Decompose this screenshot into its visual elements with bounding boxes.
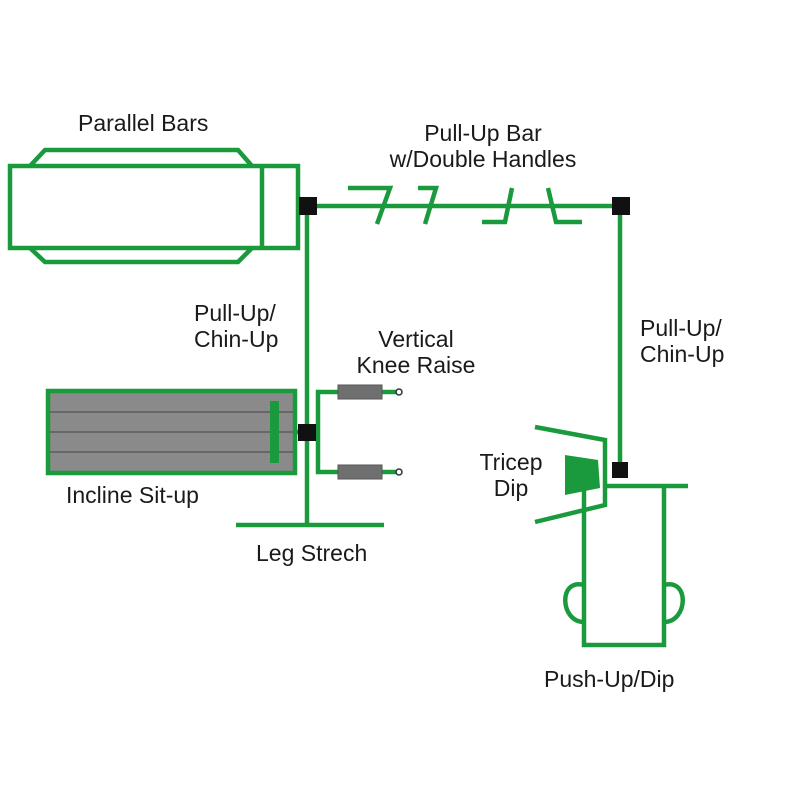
double-handles — [348, 185, 582, 225]
situp-bracket — [270, 401, 279, 463]
pull-up-right-label-line1: Pull-Up/ — [640, 315, 722, 341]
pushup-dip-label: Push-Up/Dip — [544, 666, 675, 692]
pushup-left-handle — [563, 582, 585, 625]
handle-3 — [482, 187, 515, 225]
tricep-dip-label-line2: Dip — [493, 475, 529, 501]
pull-up-right-label: Pull-Up/ Chin-Up — [640, 315, 724, 367]
pull-up-left-label-line1: Pull-Up/ — [194, 300, 276, 326]
parallel-bars-label: Parallel Bars — [78, 110, 209, 136]
knee-raise-pad — [337, 464, 383, 480]
parallel-bars-top-rail — [28, 147, 254, 168]
tricep-dip-equipment — [534, 424, 608, 525]
knee-raise-bolt — [395, 468, 403, 476]
tricep-dip-seat — [565, 455, 600, 495]
incline-situp-board — [45, 388, 298, 476]
joint-top-right — [612, 197, 630, 215]
pushup-frame — [581, 486, 667, 648]
parallel-bars-equipment — [7, 147, 301, 265]
handle-4 — [545, 187, 582, 225]
vertical-knee-raise-equipment — [315, 389, 400, 475]
leg-stretch-label: Leg Strech — [256, 540, 368, 566]
pull-up-left-label: Pull-Up/ Chin-Up — [194, 300, 278, 352]
pull-up-bar-label-line2: w/Double Handles — [389, 146, 577, 172]
knee-raise-frame — [315, 389, 400, 475]
pull-up-left-label-line2: Chin-Up — [194, 326, 279, 352]
pull-up-right-label-line2: Chin-Up — [640, 341, 725, 367]
pull-up-bar-label: Pull-Up Bar w/Double Handles — [368, 120, 598, 172]
vertical-knee-raise-label-line1: Vertical — [378, 326, 454, 352]
knee-raise-bolt — [395, 388, 403, 396]
vertical-knee-raise-label: Vertical Knee Raise — [336, 326, 496, 378]
handle-1 — [348, 185, 394, 225]
knee-raise-pads — [337, 384, 403, 480]
pushup-right-handle — [663, 582, 685, 625]
tricep-dip-label-line1: Tricep — [479, 449, 543, 475]
knee-raise-pad — [337, 384, 383, 400]
joint-right-lower — [612, 462, 628, 478]
incline-situp-label: Incline Sit-up — [66, 482, 199, 508]
handle-2 — [418, 185, 440, 225]
joint-middle-left — [298, 424, 316, 441]
joint-top-left — [299, 197, 317, 215]
pushup-dip-equipment — [563, 483, 688, 648]
vertical-knee-raise-label-line2: Knee Raise — [356, 352, 476, 378]
pull-up-bar-label-line1: Pull-Up Bar — [424, 120, 542, 146]
tricep-dip-frame — [534, 424, 608, 525]
tricep-dip-label: Tricep Dip — [466, 449, 556, 501]
parallel-bars-bottom-rail — [28, 246, 254, 265]
frame-joints — [298, 197, 630, 478]
parallel-bars-frame — [7, 163, 301, 251]
